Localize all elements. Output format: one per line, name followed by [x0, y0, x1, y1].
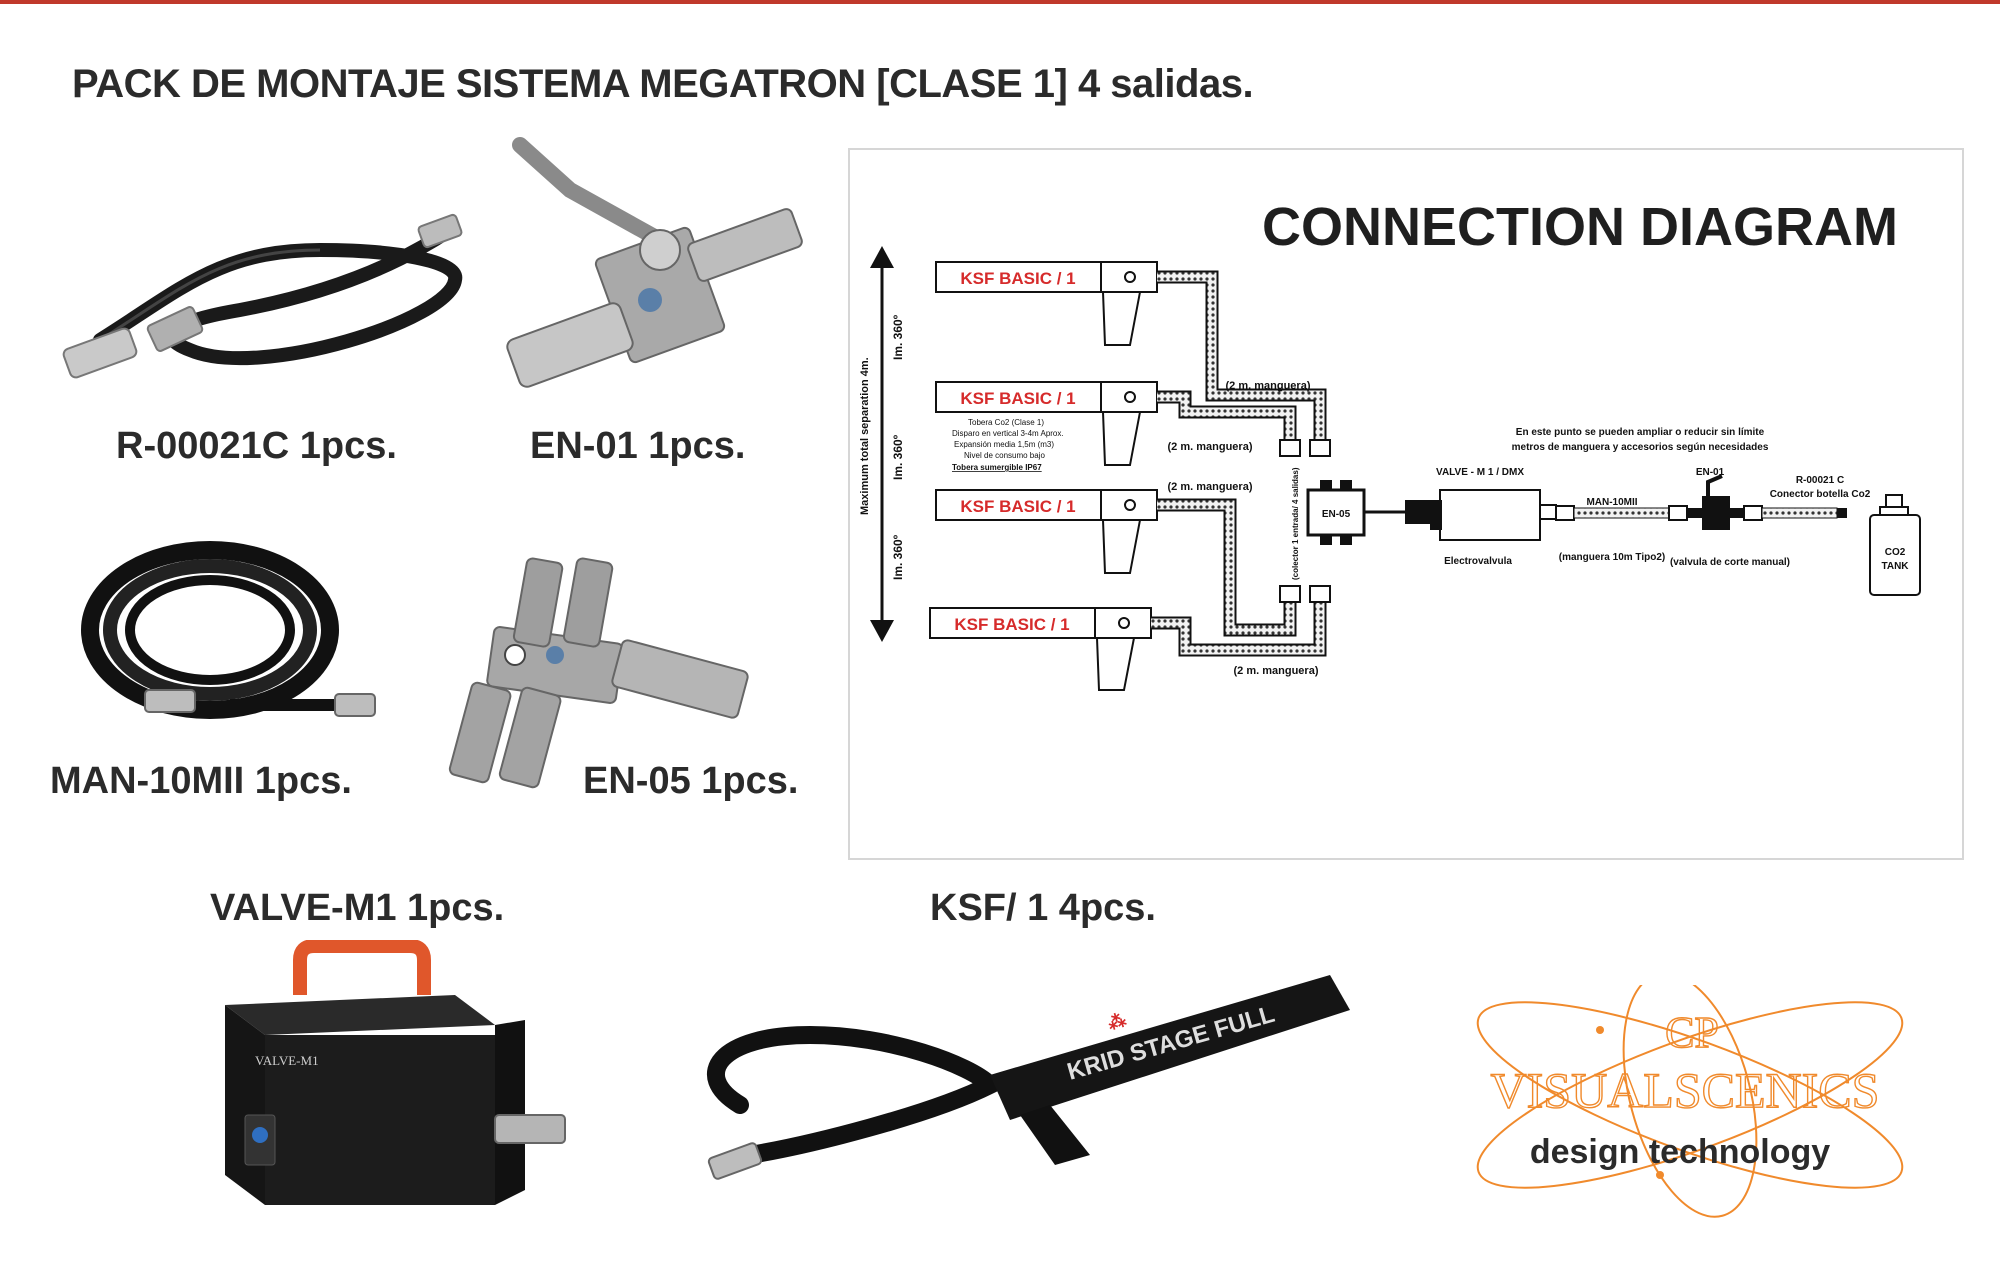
logo-design-technology: design technology: [1530, 1133, 1830, 1171]
nozzle-note-4: Nivel de consumo bajo: [964, 451, 1045, 460]
svg-text:⁂: ⁂: [1106, 1010, 1129, 1034]
man-label: MAN-10MII: [1586, 497, 1637, 508]
extend-note-2: metros de manguera y accesorios según ne…: [1512, 442, 1769, 453]
ball-valve-icon: [506, 137, 803, 388]
diagram-heading: CONNECTION DIAGRAM: [1262, 197, 1898, 257]
nozzle-note-5: Tobera sumergible IP67: [952, 463, 1042, 472]
tank-label-2: TANK: [1881, 561, 1909, 572]
ksf-label-4: KSF BASIC / 1: [954, 615, 1069, 634]
co2-cannon-icon: KRID STAGE FULL ⁂: [706, 975, 1350, 1180]
hose-label-1: (2 m. manguera): [1226, 380, 1311, 392]
ksf-label-1: KSF BASIC / 1: [960, 269, 1075, 288]
top-accent-bar: [0, 0, 2000, 4]
rotation-label-2: Im. 360º: [891, 434, 905, 480]
logo-visualscenics: VISUALSCENICS: [1491, 1062, 1880, 1118]
r-label: R-00021 C: [1796, 475, 1844, 486]
hose-label-3: (2 m. manguera): [1168, 481, 1253, 493]
product-label-ksf1: KSF/ 1 4pcs.: [930, 887, 1156, 929]
solenoid-valve-box-icon: VALVE-M1: [225, 940, 566, 1205]
product-label-en01: EN-01 1pcs.: [530, 425, 746, 467]
ksf-label-2: KSF BASIC / 1: [960, 389, 1075, 408]
valve-caption: Electrovalvula: [1444, 556, 1512, 567]
separation-label: Maximum total separation 4m.: [859, 357, 871, 515]
hose-label-4: (2 m. manguera): [1234, 665, 1319, 677]
product-label-en05: EN-05 1pcs.: [583, 760, 799, 802]
rotation-label-1: Im. 360º: [891, 314, 905, 360]
nozzle-note-1: Tobera Co2 (Clase 1): [968, 418, 1044, 427]
en01-label: EN-01: [1696, 467, 1725, 478]
man-caption: (manguera 10m Tipo2): [1559, 552, 1666, 563]
tank-label-1: CO2: [1885, 547, 1906, 558]
cp-visualscenics-logo: CP VISUALSCENICS design technology: [1476, 985, 1904, 1218]
product-label-valve-m1: VALVE-M1 1pcs.: [210, 887, 505, 929]
connection-diagram-svg: CONNECTION DIAGRAM Maximum total separat…: [859, 197, 1921, 691]
en01-caption: (valvula de corte manual): [1670, 557, 1790, 568]
ksf-label-3: KSF BASIC / 1: [960, 497, 1075, 516]
logo-cp: CP: [1665, 1008, 1719, 1057]
product-label-r00021c: R-00021C 1pcs.: [116, 425, 397, 467]
valve-label: VALVE - M 1 / DMX: [1436, 467, 1524, 478]
collector-label: (colector 1 entrada/ 4 salidas): [1291, 467, 1300, 580]
coiled-hose-icon: [81, 541, 376, 719]
hose-label-2: (2 m. manguera): [1168, 441, 1253, 453]
extend-note-1: En este punto se pueden ampliar o reduci…: [1516, 427, 1765, 438]
r-caption: Conector botella Co2: [1770, 489, 1871, 500]
en05-label: EN-05: [1322, 509, 1351, 520]
valve-box-text: VALVE-M1: [255, 1053, 319, 1068]
nozzle-note-3: Expansión media 1,5m (m3): [954, 440, 1054, 449]
manifold-icon: [448, 557, 749, 789]
nozzle-note-2: Disparo en vertical 3-4m Aprox.: [952, 429, 1064, 438]
connection-diagram: CONNECTION DIAGRAM Maximum total separat…: [848, 148, 1964, 860]
rotation-label-3: Im. 360º: [891, 534, 905, 580]
page-title: PACK DE MONTAJE SISTEMA MEGATRON [CLASE …: [72, 62, 1254, 106]
product-label-man10mii: MAN-10MII 1pcs.: [50, 760, 352, 802]
hose-connector-icon: [62, 213, 463, 379]
